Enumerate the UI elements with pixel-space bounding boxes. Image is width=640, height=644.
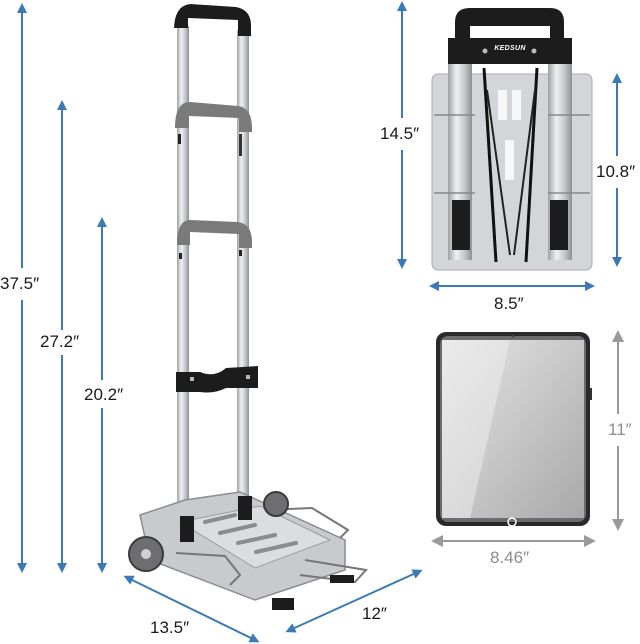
label-height-max: 37.5″ — [0, 274, 40, 294]
hand-truck-folded-illustration — [431, 8, 593, 271]
tablet-reference-illustration — [436, 332, 592, 527]
hand-truck-unfolded-illustration — [128, 4, 368, 610]
label-tablet-height: 11″ — [608, 420, 632, 440]
label-tablet-width: 8.46″ — [490, 548, 530, 567]
label-folded-width: 8.5″ — [494, 294, 524, 313]
label-height-mid: 27.2″ — [40, 332, 80, 352]
label-base-width: 12″ — [362, 604, 387, 623]
base-length-arrow — [123, 575, 260, 643]
label-height-min: 20.2″ — [84, 385, 124, 405]
label-folded-height: 14.5″ — [380, 124, 420, 144]
brand-logo: KEDSUN — [494, 45, 526, 52]
label-folded-body-height: 10.8″ — [596, 162, 636, 182]
base-width-arrow — [285, 569, 423, 633]
label-base-length: 13.5″ — [150, 618, 190, 637]
